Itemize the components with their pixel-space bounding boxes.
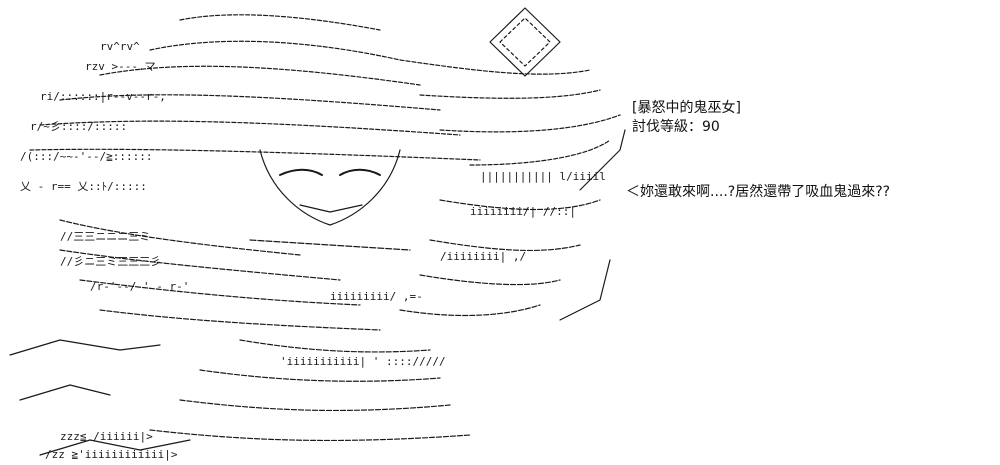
svg-text:/zz ≧'iiiiiiiiiiii|>: /zz ≧'iiiiiiiiiiii|> xyxy=(45,448,178,461)
svg-text:ri/::::::|r--v--r-,: ri/::::::|r--v--r-, xyxy=(40,90,166,103)
svg-text:||||||||||| l/iiiil: ||||||||||| l/iiiil xyxy=(480,170,606,183)
robe-folds xyxy=(59,199,601,442)
svg-text://彡ニ三ミ三三三彡: //彡ニ三ミ三三三彡 xyxy=(60,255,161,268)
subjugation-rank: 討伐等級：90 xyxy=(632,119,720,135)
svg-text:/iiiiiiii| ,/: /iiiiiiii| ,/ xyxy=(440,250,526,263)
svg-text:rzv >---.マ: rzv >---.マ xyxy=(85,60,156,73)
svg-text:/(:::/~~-'--/≧::::::: /(:::/~~-'--/≧:::::: xyxy=(20,150,152,163)
svg-text:r/~彡::::/:::::: r/~彡::::/::::: xyxy=(30,120,127,133)
sleeves xyxy=(9,129,626,456)
svg-text:rv^rv^: rv^rv^ xyxy=(100,40,140,53)
svg-text://三三ニニニ三ミ: //三三ニニニ三ミ xyxy=(60,230,150,243)
svg-text:/r-'--/ ' - r-': /r-'--/ ' - r-' xyxy=(90,280,189,293)
face xyxy=(249,149,411,251)
ascii-glyph-clusters: rv^rv^ rzv >---.マ ri/::::::|r--v--r-, r/… xyxy=(20,40,606,461)
svg-text:zzz≦ /iiiiii|>: zzz≦ /iiiiii|> xyxy=(60,430,153,443)
svg-text:iiiiiiiii/ ,=-: iiiiiiiii/ ,=- xyxy=(330,290,423,303)
svg-text:iiiiiiii/| //::|: iiiiiiii/| //::| xyxy=(470,205,576,218)
hair-strands xyxy=(29,14,621,166)
speech-line: ＜妳還敢來啊....?居然還帶了吸血鬼過來?? xyxy=(626,184,891,200)
svg-text:乂 - r== 乂::ﾄ/:::::: 乂 - r== 乂::ﾄ/::::: xyxy=(20,180,147,193)
diamond-ornament xyxy=(489,7,561,77)
svg-text:'iiiiiiiiiii| ' :::://///: 'iiiiiiiiiii| ' ::::///// xyxy=(280,355,446,368)
character-name: [暴怒中的鬼巫女] xyxy=(632,100,741,116)
